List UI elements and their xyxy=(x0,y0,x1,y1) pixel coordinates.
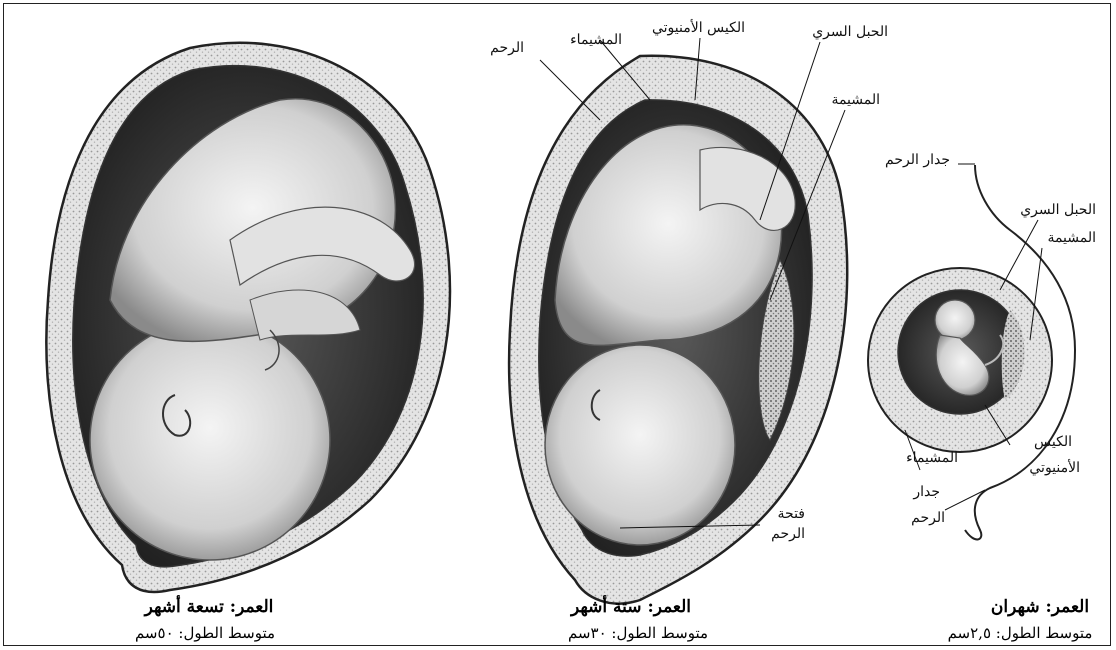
label-uterus-six: الرحم xyxy=(490,40,524,56)
caption-two-title: العمر: شهران xyxy=(991,597,1089,617)
caption-two-subtitle: متوسط الطول: ٢,٥سم xyxy=(948,624,1093,642)
caption-six-subtitle: متوسط الطول: ٣٠سم xyxy=(568,624,708,642)
caption-six-title: العمر: ستة أشهر xyxy=(569,594,691,617)
caption-nine-subtitle: متوسط الطول: ٥٠سم xyxy=(135,624,275,642)
label-wall-top-two: جدار الرحم xyxy=(885,152,950,168)
caption-six-months: العمر: ستة أشهر متوسط الطول: ٣٠سم xyxy=(568,594,708,642)
label-cervix-six-2: الرحم xyxy=(771,526,805,542)
caption-two-months: العمر: شهران متوسط الطول: ٢,٥سم xyxy=(948,597,1093,642)
label-amnion-two-1: الكيس xyxy=(1034,434,1072,450)
label-wall-bottom-two-1: جدار xyxy=(912,484,940,500)
label-amnion-two-2: الأمنيوتي xyxy=(1029,458,1080,476)
caption-nine-months: العمر: تسعة أشهر متوسط الطول: ٥٠سم xyxy=(135,594,275,642)
label-cervix-six-1: فتحة xyxy=(778,506,805,522)
label-cord-six: الحبل السري xyxy=(812,24,888,40)
caption-nine-title: العمر: تسعة أشهر xyxy=(143,594,274,617)
label-wall-bottom-two-2: الرحم xyxy=(911,510,945,526)
label-cord-two: الحبل السري xyxy=(1020,202,1096,218)
label-amnion-six: الكيس الأمنيوتي xyxy=(652,18,745,36)
label-chorion-six: المشيماء xyxy=(570,32,622,48)
label-placenta-two: المشيمة xyxy=(1047,230,1096,246)
label-placenta-six: المشيمة xyxy=(831,92,880,108)
label-chorion-two: المشيماء xyxy=(906,450,958,466)
